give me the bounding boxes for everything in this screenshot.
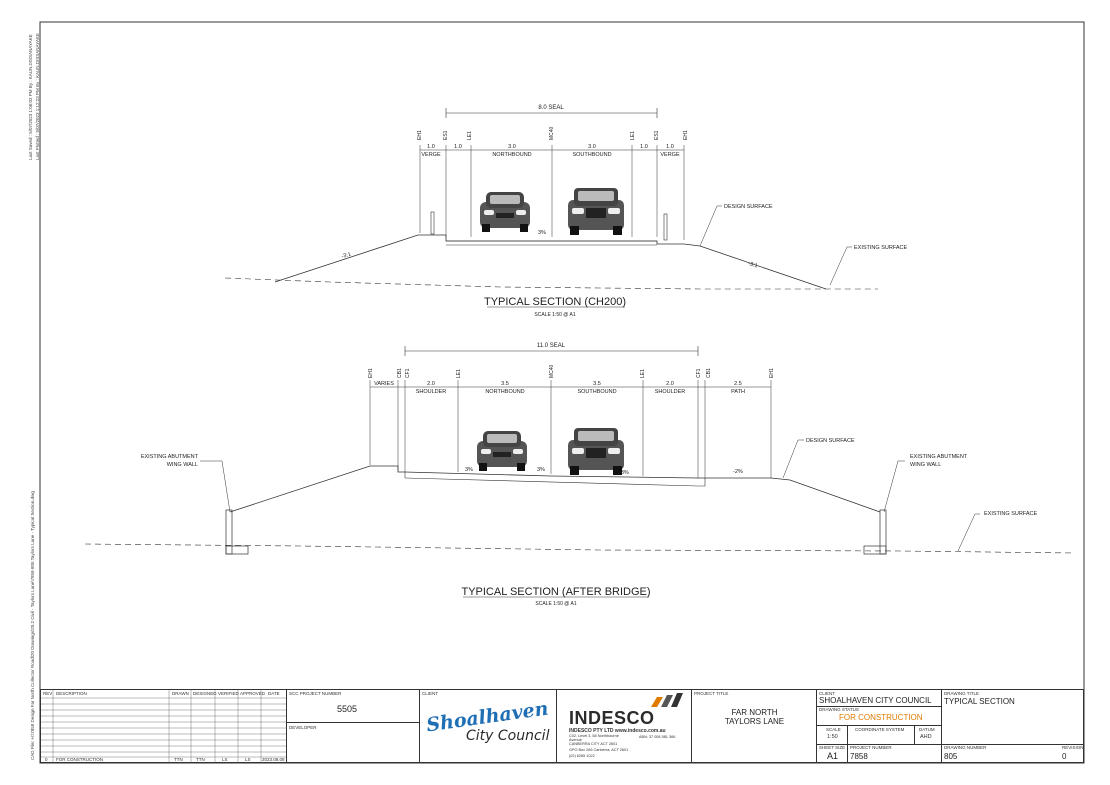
scale-value: 1:50: [827, 734, 838, 740]
svg-text:MC40: MC40: [549, 364, 555, 378]
svg-text:CB1: CB1: [706, 368, 712, 378]
svg-text:3.0: 3.0: [508, 144, 516, 150]
consultant-logo-icon: [651, 693, 683, 707]
svg-text:EH1: EH1: [769, 368, 775, 378]
section-after-bridge: 11.0 SEAL EH1 CB1 CF1 LE1 MC40 LE1 CF1 C…: [84, 343, 1076, 607]
svg-text:CF1: CF1: [405, 368, 411, 378]
drawing-title: TYPICAL SECTION: [944, 697, 1015, 706]
svg-text:3.0: 3.0: [588, 144, 596, 150]
project-number: 7858: [850, 752, 868, 761]
svg-text:-3%: -3%: [619, 470, 629, 476]
sheet-size: A1: [827, 751, 839, 761]
svg-text:1.0: 1.0: [666, 144, 674, 150]
svg-text:3%: 3%: [537, 467, 545, 473]
scc-project-cell: SCC PROJECT NUMBER 5505 DEVELOPER: [286, 690, 419, 763]
svg-text:2.5: 2.5: [734, 381, 742, 387]
client-logo-sub: City Council: [466, 728, 550, 744]
revision-table: REV DESCRIPTION DRAWN DESIGNED VERIFIED …: [41, 690, 286, 763]
section-scale-1: SCALE 1:50 @ A1: [534, 312, 575, 318]
svg-text:LE1: LE1: [640, 369, 646, 378]
svg-text:WING WALL: WING WALL: [910, 462, 941, 468]
svg-text:3.5: 3.5: [501, 381, 509, 387]
consultant-name: INDESCO: [569, 708, 655, 728]
svg-text:SHOULDER: SHOULDER: [416, 389, 447, 395]
section-title-2: TYPICAL SECTION (AFTER BRIDGE): [461, 586, 650, 598]
design-surface-label-1: DESIGN SURFACE: [724, 204, 773, 210]
svg-text:CF1: CF1: [696, 368, 702, 378]
svg-text:1.0: 1.0: [454, 144, 462, 150]
svg-text:3.5: 3.5: [593, 381, 601, 387]
svg-text:EXISTING ABUTMENT: EXISTING ABUTMENT: [910, 454, 968, 460]
svg-text:1.0: 1.0: [427, 144, 435, 150]
svg-text:VARIES: VARIES: [374, 381, 394, 387]
svg-text:1.0: 1.0: [640, 144, 648, 150]
marker-eh1-left: EH1: [417, 130, 423, 140]
existing-surface-label-1: EXISTING SURFACE: [854, 245, 908, 251]
title-block: REV DESCRIPTION DRAWN DESIGNED VERIFIED …: [40, 689, 1084, 763]
client-name: SHOALHAVEN CITY COUNCIL: [819, 696, 932, 705]
section-scale-2: SCALE 1:50 @ A1: [535, 601, 576, 607]
drawing-status: FOR CONSTRUCTION: [839, 713, 923, 722]
svg-text:PATH: PATH: [731, 389, 745, 395]
svg-text:SHOULDER: SHOULDER: [655, 389, 686, 395]
section-title-1: TYPICAL SECTION (CH200): [484, 296, 626, 308]
svg-text:SOUTHBOUND: SOUTHBOUND: [577, 389, 616, 395]
drawing-number: 805: [944, 752, 958, 761]
marker-le1-left: LE1: [467, 131, 473, 140]
svg-text:2.0: 2.0: [666, 381, 674, 387]
existing-surface-2: [84, 543, 1076, 554]
client-logo-cell: CLIENT Shoalhaven City Council: [419, 690, 556, 763]
crossfall-1: 3%: [538, 230, 546, 236]
seal-label-1: 8.0 SEAL: [538, 105, 564, 111]
zone-northbound-1: NORTHBOUND: [492, 152, 531, 158]
scc-project-number: 5505: [337, 704, 358, 714]
project-title-line2: TAYLORS LANE: [724, 717, 785, 726]
existing-surface-1: [224, 277, 878, 290]
project-title-cell: PROJECT TITLE FAR NORTH TAYLORS LANE: [691, 690, 816, 763]
slope-right-1: -3:1: [747, 261, 758, 269]
marker-mc40: MC40: [549, 126, 555, 140]
svg-text:2.0: 2.0: [427, 381, 435, 387]
marker-es1-left: ES1: [443, 130, 449, 140]
marker-le1-right: LE1: [630, 131, 636, 140]
datum-value: AHD: [920, 734, 932, 740]
svg-text:3%: 3%: [465, 467, 473, 473]
svg-text:LE1: LE1: [456, 369, 462, 378]
zone-southbound-1: SOUTHBOUND: [572, 152, 611, 158]
drawing-title-cell: DRAWING TITLE TYPICAL SECTION DRAWING NU…: [941, 690, 1084, 763]
sheet-border: [39, 21, 1085, 764]
design-profile-2: [229, 465, 881, 513]
svg-text:EXISTING ABUTMENT: EXISTING ABUTMENT: [141, 454, 199, 460]
zone-verge-left: VERGE: [421, 152, 441, 158]
svg-text:WING WALL: WING WALL: [167, 462, 198, 468]
design-profile-1: [274, 234, 827, 290]
car-northbound-1: [480, 192, 530, 232]
drawing-info-cell: CLIENT SHOALHAVEN CITY COUNCIL DRAWING S…: [816, 690, 941, 763]
section-ch200: 8.0 SEAL EH1 ES1 LE1 MC40 LE1 ES1 EH1 1.…: [224, 105, 908, 318]
svg-text:NORTHBOUND: NORTHBOUND: [485, 389, 524, 395]
project-title-line1: FAR NORTH: [731, 708, 778, 717]
car-southbound-1: [568, 188, 624, 235]
slope-left-1: -3:1: [341, 252, 352, 260]
svg-text:EH1: EH1: [368, 368, 374, 378]
seal-label-2: 11.0 SEAL: [537, 343, 566, 349]
zone-verge-right: VERGE: [660, 152, 680, 158]
marker-eh1-right: EH1: [683, 130, 689, 140]
marker-es1-right: ES1: [654, 130, 660, 140]
revision-number: 0: [1062, 752, 1067, 761]
consultant-cell: INDESCO INDESCO PTY LTD www.indesco.com.…: [556, 690, 691, 763]
svg-text:CB1: CB1: [397, 368, 403, 378]
design-surface-label-2: DESIGN SURFACE: [806, 438, 855, 444]
existing-surface-label-2: EXISTING SURFACE: [984, 511, 1038, 517]
svg-text:-2%: -2%: [733, 469, 743, 475]
